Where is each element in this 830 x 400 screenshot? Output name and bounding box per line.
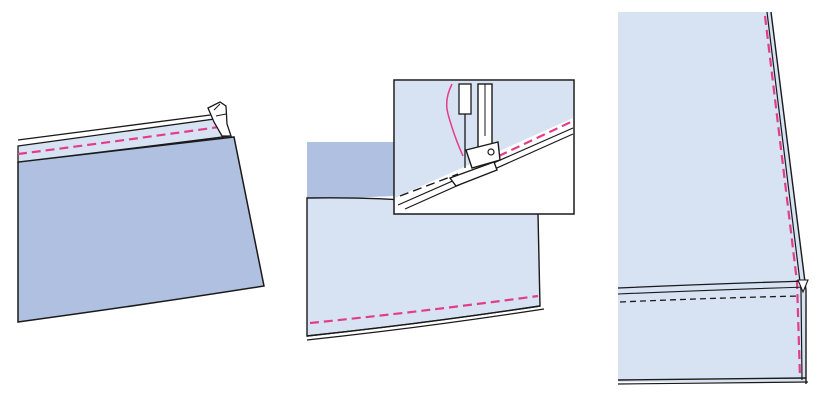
back-fabric-dark xyxy=(307,142,394,200)
hem-stitch-line xyxy=(309,294,539,325)
hem-fold-line xyxy=(617,280,807,289)
needle-clamp xyxy=(458,83,472,115)
closeup-inset xyxy=(393,79,575,215)
seam-notch xyxy=(797,279,809,294)
binding-stitch-line xyxy=(17,124,227,156)
side-seam-stitch xyxy=(763,15,802,379)
presser-foot-sole xyxy=(448,161,498,187)
hem-edge-outer xyxy=(306,305,541,337)
hem-fold-line-inner xyxy=(617,286,807,295)
binding-corner-tab xyxy=(207,101,232,137)
inset-stitch-black xyxy=(399,173,459,197)
hem-edge-inner xyxy=(306,308,545,341)
side-panel-fabric xyxy=(618,12,806,382)
hem-stitch-black xyxy=(619,295,801,303)
bottom-hem-edge xyxy=(617,377,807,381)
panel-2-hem-topstitch xyxy=(306,79,575,341)
inset-stitch-pink xyxy=(485,120,574,163)
presser-foot-icon xyxy=(448,83,501,187)
binding-fold-edge xyxy=(17,113,219,141)
panel-3-side-seam xyxy=(617,11,809,385)
side-seam-edge-outer xyxy=(770,11,807,384)
side-seam-edge-inner xyxy=(766,11,803,381)
panel-1-hem-binding xyxy=(17,101,265,323)
sewing-needle-icon xyxy=(445,83,472,168)
presser-foot-screw xyxy=(487,148,495,156)
bottom-hem-edge-inner xyxy=(617,381,809,385)
binding-corner-fold xyxy=(213,103,227,117)
needle-thread xyxy=(445,83,464,157)
skirt-fabric-dark xyxy=(17,136,265,323)
